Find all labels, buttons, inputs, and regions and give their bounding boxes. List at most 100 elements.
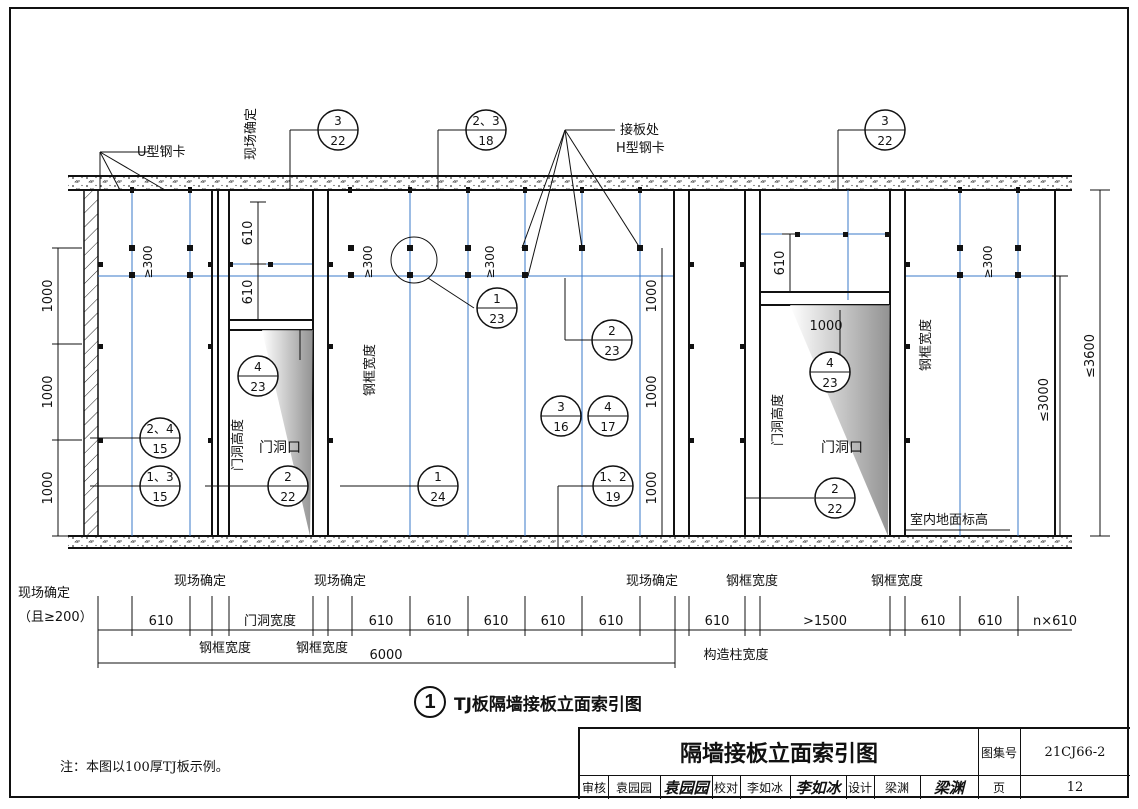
ceiling-slab xyxy=(68,175,1072,191)
label-ge300-c: ≥300 xyxy=(483,246,497,279)
label-site-determined-left: 现场确定 xyxy=(18,586,70,601)
atlas-number: 21CJ66-2 xyxy=(1044,744,1106,760)
reference-bubble: 222 xyxy=(267,465,309,507)
dim-1000-mid-mid: 1000 xyxy=(645,375,660,408)
dim-610-2: 610 xyxy=(369,614,394,629)
reference-detail-number: 2、4 xyxy=(146,422,173,436)
label-door-width: 门洞宽度 xyxy=(244,613,296,629)
reference-page-number: 23 xyxy=(250,380,265,394)
dim-610-c: 610 xyxy=(773,251,788,276)
label-door-opening-right: 门洞口 xyxy=(821,440,863,456)
clip-markers xyxy=(98,187,1021,443)
reference-bubble: 124 xyxy=(417,465,459,507)
reference-detail-number: 4 xyxy=(254,360,262,374)
label-ge300-a: ≥300 xyxy=(141,246,155,279)
designer-name: 梁渊 xyxy=(874,776,921,799)
reference-bubble: 1、219 xyxy=(592,465,634,507)
caption-title: TJ板隔墙接板立面索引图 xyxy=(454,694,642,715)
reference-detail-number: 2 xyxy=(608,324,616,338)
page-number: 12 xyxy=(1066,780,1084,795)
dim-le3600: ≤3600 xyxy=(1083,334,1098,378)
leader-lines xyxy=(90,129,1010,548)
dim-le3000: ≤3000 xyxy=(1037,378,1052,422)
label-site-a: 现场确定 xyxy=(174,574,226,589)
dim-n610: n×610 xyxy=(1033,614,1077,629)
reference-detail-number: 3 xyxy=(557,400,565,414)
reference-page-number: 15 xyxy=(152,442,167,456)
reference-bubbles: 3222、3183221232234234233164172、4151、3152… xyxy=(139,109,906,519)
floor-slab xyxy=(68,535,1072,549)
dim-610-3: 610 xyxy=(427,614,452,629)
reference-bubble: 2、318 xyxy=(465,109,507,151)
label-h-clip-2: H型钢卡 xyxy=(616,141,665,156)
dim-610-5: 610 xyxy=(541,614,566,629)
label-door-height-left: 门洞高度 xyxy=(230,419,246,471)
reference-bubble: 423 xyxy=(809,351,851,393)
dim-1000-bottom: 1000 xyxy=(41,471,56,504)
reference-page-number: 23 xyxy=(489,312,504,326)
reference-detail-number: 2、3 xyxy=(472,114,499,128)
dimension-texts: U型钢卡接板处H型钢卡现场确定100010001000610610610≥300… xyxy=(18,108,1098,663)
dim-610-8: 610 xyxy=(921,614,946,629)
dim-door-1000: 1000 xyxy=(809,319,842,334)
checker-signature: 李如冰 xyxy=(790,776,847,799)
label-column-width: 构造柱宽度 xyxy=(703,647,768,663)
reference-page-number: 19 xyxy=(605,490,620,504)
label-site-b: 现场确定 xyxy=(314,574,366,589)
reference-page-number: 22 xyxy=(330,134,345,148)
dim-gt1500: >1500 xyxy=(803,614,847,629)
page-label: 页 xyxy=(978,776,1021,799)
dim-610-b: 610 xyxy=(241,280,256,305)
dim-1000-mid-top: 1000 xyxy=(645,279,660,312)
reference-page-number: 23 xyxy=(822,376,837,390)
reference-bubble: 1、315 xyxy=(139,465,181,507)
label-frame-width-a: 钢框宽度 xyxy=(726,573,778,589)
check-label: 校对 xyxy=(712,776,741,799)
reference-detail-number: 3 xyxy=(881,114,889,128)
label-u-clip: U型钢卡 xyxy=(137,145,186,160)
mid-dimension-lines xyxy=(250,201,798,536)
label-site-c: 现场确定 xyxy=(626,574,678,589)
reference-detail-number: 2 xyxy=(831,482,839,496)
label-ge200: （且≥200） xyxy=(18,610,93,625)
label-frame-width-d: 钢框宽度 xyxy=(296,640,348,656)
reference-bubble: 417 xyxy=(587,395,629,437)
reference-detail-number: 1 xyxy=(493,292,501,306)
reference-page-number: 22 xyxy=(827,502,842,516)
dim-6000: 6000 xyxy=(369,648,402,663)
dim-610-6: 610 xyxy=(599,614,624,629)
caption-number: 1 xyxy=(414,686,446,718)
label-site-determined-top: 现场确定 xyxy=(244,108,259,160)
reviewer-name: 袁园园 xyxy=(608,776,661,799)
reference-bubble: 316 xyxy=(540,395,582,437)
label-frame-width-c: 钢框宽度 xyxy=(199,640,251,656)
reference-page-number: 22 xyxy=(877,134,892,148)
reference-page-number: 16 xyxy=(553,420,568,434)
dim-610-9: 610 xyxy=(978,614,1003,629)
left-wall xyxy=(83,189,99,537)
sheet-title: 隔墙接板立面索引图 xyxy=(580,729,979,775)
reference-detail-number: 1、2 xyxy=(599,470,626,484)
dim-610-1: 610 xyxy=(149,614,174,629)
label-frame-width-b: 钢框宽度 xyxy=(871,573,923,589)
bottom-dimension-lines xyxy=(97,596,1072,668)
reference-bubble: 423 xyxy=(237,355,279,397)
figure-caption: 1 TJ板隔墙接板立面索引图 xyxy=(414,686,642,718)
checker-name: 李如冰 xyxy=(740,776,791,799)
reference-detail-number: 1、3 xyxy=(146,470,173,484)
dim-1000-mid: 1000 xyxy=(41,375,56,408)
reference-page-number: 17 xyxy=(600,420,615,434)
reference-detail-number: 2 xyxy=(284,470,292,484)
label-frame-width-left: 钢框宽度 xyxy=(362,344,378,396)
left-dimension-lines xyxy=(52,247,82,537)
atlas-label: 图集号 xyxy=(978,729,1021,775)
title-block: 隔墙接板立面索引图 图集号 21CJ66-2 审核 袁园园 袁园园 校对 李如冰… xyxy=(578,727,1130,799)
reference-detail-number: 3 xyxy=(334,114,342,128)
dim-610-a: 610 xyxy=(241,221,256,246)
label-h-clip-1: 接板处 xyxy=(620,122,659,138)
reference-page-number: 18 xyxy=(478,134,493,148)
reference-detail-number: 4 xyxy=(826,356,834,370)
reference-bubble: 2、415 xyxy=(139,417,181,459)
reference-page-number: 23 xyxy=(604,344,619,358)
